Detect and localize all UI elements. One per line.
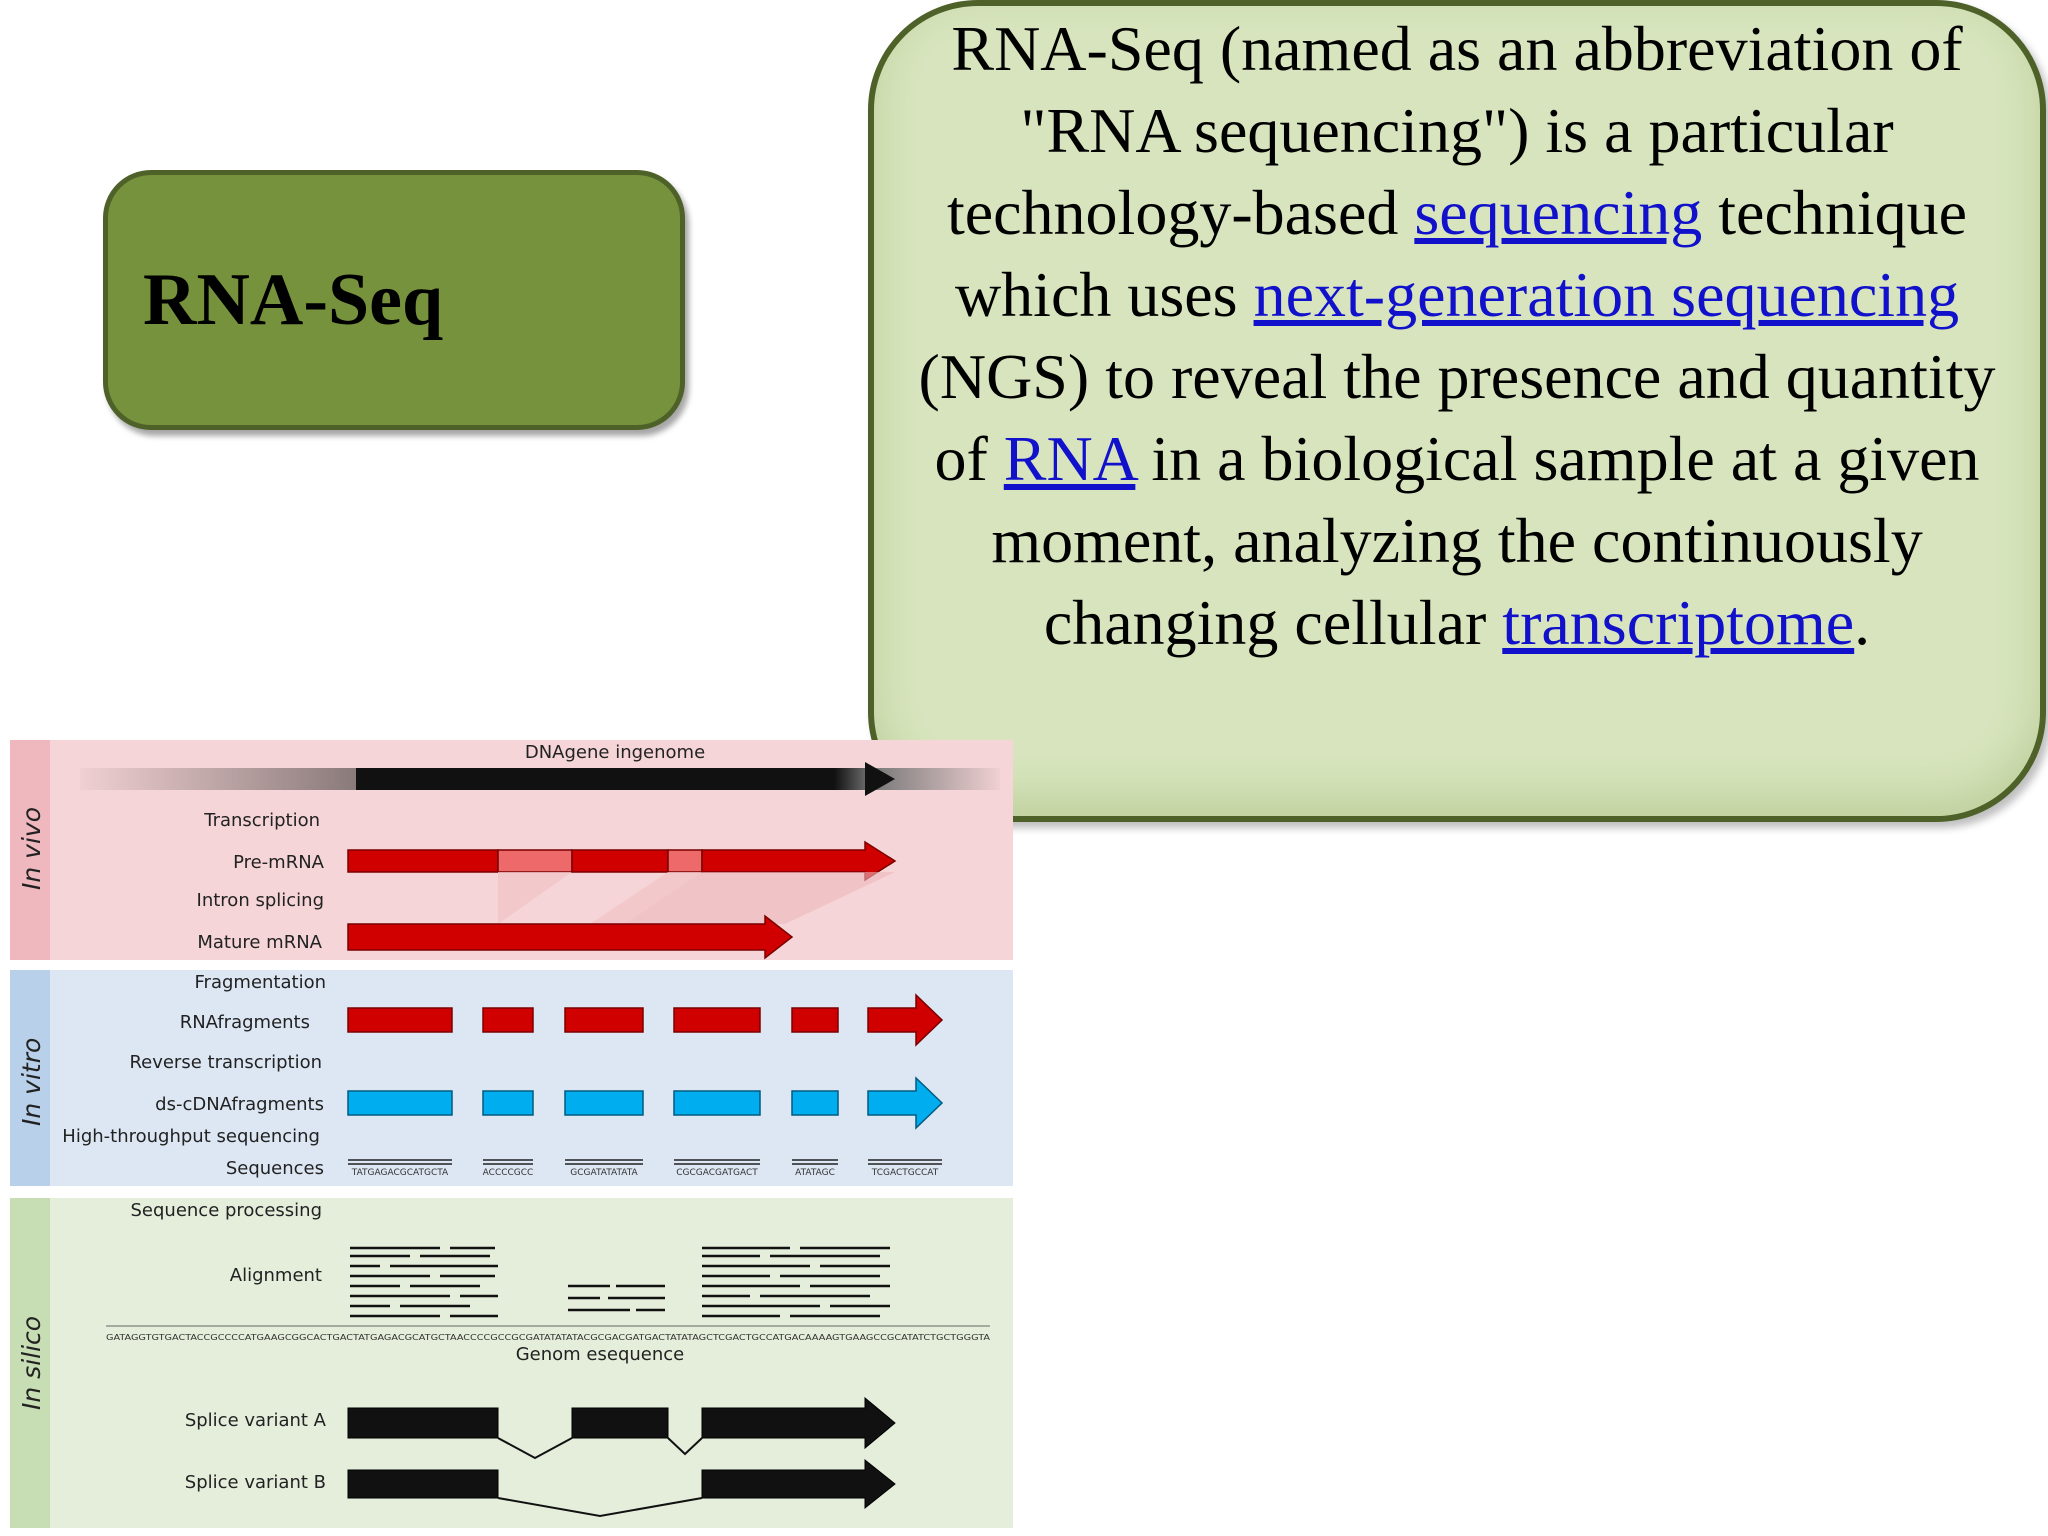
link-next-generation-sequencing[interactable]: next-generation sequencing [1253, 259, 1960, 330]
label-intron-splicing: Intron splicing [197, 890, 324, 911]
genome-sequence-string: GATAGGTGTGACTACCGCCCCATGAAGCGGCACTGACTAT… [106, 1333, 991, 1342]
definition-text-4: in a biological sample at a given moment… [991, 423, 1980, 658]
variant-b-intron-link [497, 1497, 703, 1518]
cdna-fragment-1 [347, 1090, 453, 1116]
in-silico-side-strip [10, 1198, 50, 1528]
page-title: RNA-Seq [143, 259, 444, 341]
definition-text-2: technique which uses [954, 177, 1968, 330]
splice-shade-1 [498, 872, 572, 924]
variant-b-exon-1 [347, 1469, 499, 1499]
label-reverse-transcription: Reverse transcription [129, 1052, 322, 1073]
variant-a-exon-3 [701, 1396, 896, 1450]
variant-a-exon-1 [347, 1407, 499, 1439]
label-pre-mrna: Pre-mRNA [233, 852, 325, 873]
definition-text: RNA-Seq (named as an abbreviation of "RN… [904, 8, 2010, 664]
pre-mrna-exon-2 [571, 849, 669, 873]
gene-arrow-head [865, 762, 895, 796]
rna-fragment-3 [564, 1007, 644, 1033]
cdna-fragment-6 [867, 1076, 944, 1130]
label-high-throughput-sequencing: High-throughput sequencing [62, 1126, 320, 1147]
label-rna-fragments: RNAfragments [180, 1012, 310, 1033]
splice-shade-2 [590, 872, 702, 924]
dna-gene-label: DNAgene ingenome [525, 742, 705, 763]
label-ds-cdna-fragments: ds-cDNAfragments [155, 1094, 324, 1115]
cdna-fragment-3 [564, 1090, 644, 1116]
variant-a-intron-link-2 [667, 1437, 703, 1456]
in-vivo-side-strip [10, 740, 50, 960]
pre-mrna-intron-1 [497, 849, 573, 873]
link-transcriptome[interactable]: transcriptome [1502, 587, 1855, 658]
cdna-fragment-4 [673, 1090, 761, 1116]
rna-fragment-2 [482, 1007, 534, 1033]
variant-a-intron-link-1 [497, 1437, 573, 1460]
sequence-read-4: CGCGACGATGACT [676, 1168, 758, 1178]
link-rna[interactable]: RNA [1003, 423, 1136, 494]
label-mature-mrna: Mature mRNA [197, 932, 322, 953]
rna-seq-workflow-diagram: In vivo In vitro In silico DNAgene ingen… [10, 740, 1013, 1528]
link-sequencing[interactable]: sequencing [1414, 177, 1703, 248]
definition-text-3: (NGS) to reveal the presence and quantit… [918, 341, 1996, 494]
pre-mrna-intron-2 [667, 849, 703, 873]
label-splice-variant-b: Splice variant B [185, 1472, 326, 1493]
variant-a-exon-2 [571, 1407, 669, 1439]
section-label-in-silico: In silico [17, 1316, 46, 1410]
in-vitro-side-strip [10, 970, 50, 1186]
sequence-read-1: TATGAGACGCATGCTA [351, 1168, 449, 1178]
splice-shade-3 [625, 872, 895, 924]
alignment-reads [350, 1246, 890, 1318]
sequence-read-5: ATATAGC [795, 1168, 835, 1178]
label-fragmentation: Fragmentation [195, 972, 326, 993]
label-sequences: Sequences [226, 1158, 324, 1179]
label-sequence-processing: Sequence processing [130, 1200, 322, 1221]
cdna-fragment-5 [791, 1090, 839, 1116]
mature-mrna [347, 914, 794, 960]
genome-strand [80, 768, 1000, 790]
definition-box: RNA-Seq (named as an abbreviation of "RN… [868, 0, 2046, 822]
cdna-fragment-2 [482, 1090, 534, 1116]
title-box: RNA-Seq [103, 170, 685, 430]
rna-fragment-5 [791, 1007, 839, 1033]
sequence-read-3: GCGATATATATA [570, 1168, 638, 1178]
definition-text-5: . [1854, 587, 1871, 658]
rna-fragment-6 [867, 993, 944, 1047]
definition-text-1: RNA-Seq (named as an abbreviation of "RN… [946, 13, 1963, 248]
rna-fragment-1 [347, 1007, 453, 1033]
label-genome-sequence: Genom esequence [516, 1344, 685, 1365]
sequence-read-6: TCGACTGCCAT [871, 1168, 939, 1178]
section-label-in-vitro: In vitro [17, 1038, 46, 1126]
section-label-in-vivo: In vivo [17, 807, 46, 890]
variant-b-exon-2 [701, 1458, 896, 1510]
label-alignment: Alignment [230, 1265, 322, 1286]
pre-mrna-exon-1 [347, 849, 499, 873]
label-transcription: Transcription [203, 810, 320, 831]
rna-fragment-4 [673, 1007, 761, 1033]
in-vitro-panel [10, 970, 1013, 1186]
sequence-read-2: ACCCCGCC [483, 1168, 534, 1178]
label-splice-variant-a: Splice variant A [185, 1410, 327, 1431]
